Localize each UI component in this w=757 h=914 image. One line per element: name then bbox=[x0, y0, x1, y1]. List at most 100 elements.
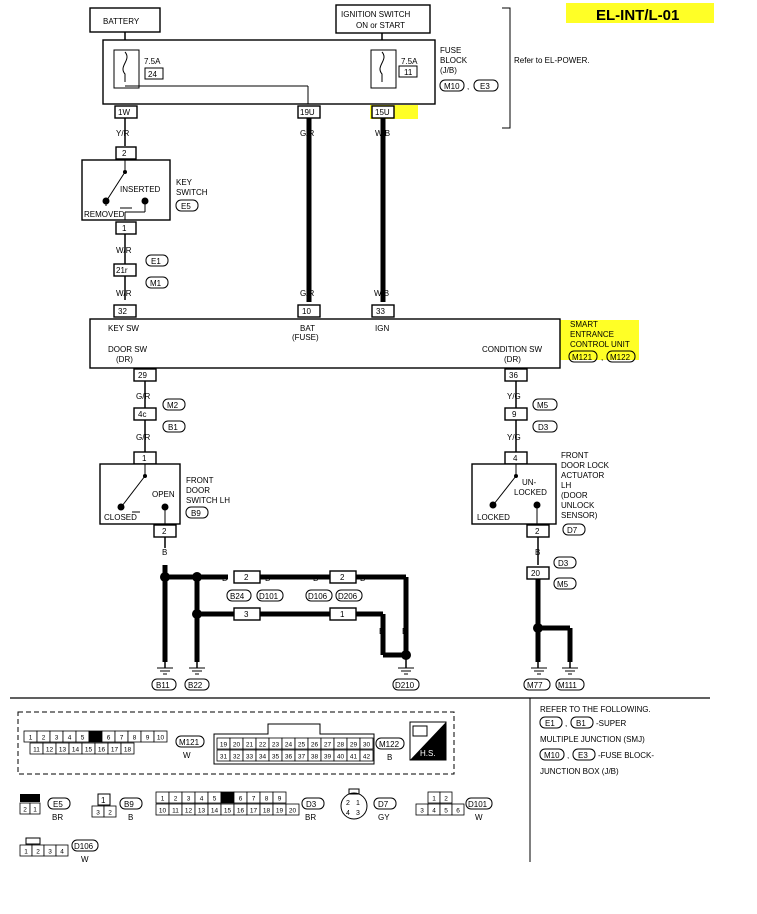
actuator-locked: LOCKED bbox=[477, 513, 510, 522]
conn-face-b9: B9 bbox=[124, 800, 134, 809]
refer-b1: B1 bbox=[576, 719, 586, 728]
actuator-name-4: LH bbox=[561, 481, 571, 490]
m122-pin: 34 bbox=[259, 754, 267, 761]
m121-cell bbox=[153, 730, 168, 743]
ground-pin-3: 3 bbox=[244, 610, 249, 619]
e5-pin: 2 bbox=[23, 807, 27, 814]
m121-pin: 2 bbox=[42, 735, 46, 742]
conn-face-e5: E5 bbox=[53, 800, 63, 809]
door-switch-name-1: FRONT bbox=[186, 476, 214, 485]
svg-text:,: , bbox=[601, 353, 603, 362]
ecu-pin-36: 36 bbox=[509, 371, 518, 380]
m122-pin: 31 bbox=[220, 754, 228, 761]
ground-d3: D3 bbox=[558, 559, 569, 568]
m121-pin: 12 bbox=[46, 747, 54, 754]
m121-pin: 11 bbox=[33, 747, 40, 754]
refer-e3: E3 bbox=[578, 751, 588, 760]
m121-pin: 6 bbox=[107, 735, 111, 742]
key-switch-conn: E5 bbox=[181, 202, 191, 211]
fuse-block-label-2: BLOCK bbox=[440, 56, 468, 65]
m121-pin: 14 bbox=[72, 747, 80, 754]
conn-e3: E3 bbox=[480, 82, 490, 91]
actuator-name-3: ACTUATOR bbox=[561, 471, 604, 480]
conn-face-d3-color: BR bbox=[305, 813, 316, 822]
ignition-label-1: IGNITION SWITCH bbox=[341, 10, 411, 19]
d101-cell bbox=[439, 791, 453, 804]
ecu-key-sw: KEY SW bbox=[108, 324, 139, 333]
m121-pin: 4 bbox=[68, 735, 72, 742]
d101-pin: 3 bbox=[420, 808, 424, 815]
wire-b-10: B bbox=[535, 548, 540, 557]
ecu-name-3: CONTROL UNIT bbox=[570, 340, 630, 349]
door-switch-name-2: DOOR bbox=[186, 486, 210, 495]
refer-e1: E1 bbox=[545, 719, 555, 728]
wire-yg-1: Y/G bbox=[507, 392, 521, 401]
wire-b-12: B bbox=[567, 652, 572, 661]
ecu-pin-29: 29 bbox=[138, 371, 147, 380]
wire-b-6: B bbox=[379, 627, 384, 636]
key-switch-pin-1: 1 bbox=[122, 224, 127, 233]
actuator-pin-4: 4 bbox=[513, 454, 518, 463]
d3-pin: 9 bbox=[278, 796, 282, 803]
key-switch-name-1: KEY bbox=[176, 178, 193, 187]
conn-face-m122-color: B bbox=[387, 753, 392, 762]
m121-pin: 10 bbox=[157, 735, 165, 742]
conn-m10: M10 bbox=[444, 82, 460, 91]
d101-pin: 5 bbox=[444, 808, 448, 815]
door-switch-name-3: SWITCH LH bbox=[186, 496, 230, 505]
m121-pin: 15 bbox=[85, 747, 93, 754]
d101-pin: 4 bbox=[432, 808, 436, 815]
key-removed: REMOVED bbox=[84, 210, 125, 219]
d3-pin: 14 bbox=[211, 808, 219, 815]
m122-pin: 21 bbox=[246, 742, 254, 749]
m122-pin: 22 bbox=[259, 742, 267, 749]
d3-pin: 6 bbox=[239, 796, 243, 803]
ground-pin-1: 1 bbox=[340, 610, 345, 619]
fuse-amp-1: 7.5A bbox=[144, 57, 161, 66]
key-switch-pin-2: 2 bbox=[122, 149, 127, 158]
d3-pin: 4 bbox=[200, 796, 204, 803]
term-1w: 1W bbox=[118, 108, 130, 117]
d3-pin: 19 bbox=[276, 808, 284, 815]
conn-face-d106: D106 bbox=[74, 842, 94, 851]
ecu-condition-sw: CONDITION SW bbox=[482, 345, 542, 354]
junction-b1: B1 bbox=[168, 423, 178, 432]
m122-pin: 32 bbox=[233, 754, 241, 761]
m122-cell bbox=[359, 749, 374, 762]
front-door-lock-actuator bbox=[471, 463, 557, 525]
m121-pin: 3 bbox=[55, 735, 59, 742]
m122-pin: 20 bbox=[233, 742, 241, 749]
ground-d101: D101 bbox=[259, 592, 279, 601]
d101-cell bbox=[451, 803, 465, 816]
highlight-title bbox=[566, 3, 714, 23]
m121-pin: 17 bbox=[111, 747, 119, 754]
b9-cell bbox=[103, 805, 117, 818]
refer-l5: JUNCTION BOX (J/B) bbox=[540, 767, 619, 776]
d106-pin: 1 bbox=[24, 849, 28, 856]
m121-pin: 9 bbox=[146, 735, 150, 742]
d3-pin: 5 bbox=[213, 796, 217, 803]
m122-pin: 24 bbox=[285, 742, 293, 749]
m122-cell bbox=[359, 737, 374, 750]
fuse-block-label-3: (J/B) bbox=[440, 66, 457, 75]
ground-m111: M111 bbox=[558, 681, 577, 690]
ecu-pin-33: 33 bbox=[376, 307, 385, 316]
ecu-door-sw: DOOR SW bbox=[108, 345, 148, 354]
ecu-conn-m122: M122 bbox=[610, 353, 631, 362]
actuator-name-2: DOOR LOCK bbox=[561, 461, 610, 470]
highlight-ecu-name bbox=[559, 320, 639, 360]
actuator-unlocked-2: LOCKED bbox=[514, 488, 547, 497]
d7-pin-2: 2 bbox=[346, 800, 350, 807]
d7-pin-4: 4 bbox=[346, 810, 350, 817]
ground-m5: M5 bbox=[557, 580, 569, 589]
svg-text:,: , bbox=[567, 751, 569, 760]
ecu-ign: IGN bbox=[375, 324, 389, 333]
conn-face-e5-color: BR bbox=[52, 813, 63, 822]
ecu-name-1: SMART bbox=[570, 320, 598, 329]
ground-pin-20: 20 bbox=[531, 569, 540, 578]
d106-pin: 4 bbox=[60, 849, 64, 856]
